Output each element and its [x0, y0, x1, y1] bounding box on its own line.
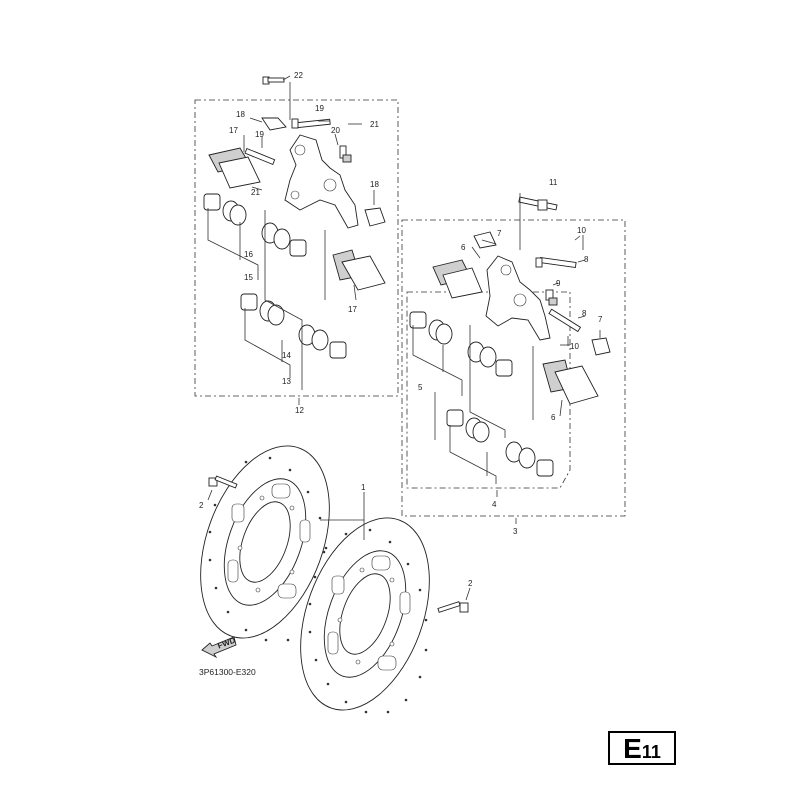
callout-16: 16 — [244, 250, 253, 259]
drawing-code: 3P61300-E320 — [199, 667, 256, 677]
callout-21: 21 — [251, 188, 260, 197]
page-ref-prefix: E — [623, 733, 642, 764]
callout-5: 5 — [418, 383, 423, 392]
pad-spring-7-upper — [473, 231, 497, 249]
pin-8-upper — [535, 257, 577, 268]
callout-17: 17 — [348, 305, 357, 314]
callout-2: 2 — [468, 579, 473, 588]
pad-spring-18-right — [364, 207, 386, 227]
callout-12: 12 — [295, 406, 304, 415]
pin-19 — [291, 118, 331, 129]
page-reference-badge: E 11 — [608, 731, 676, 765]
callout-6: 6 — [461, 243, 466, 252]
piston-seal-set-13-14 — [240, 293, 347, 359]
brake-pad-17-lower — [332, 249, 386, 291]
bleed-screw-20 — [339, 145, 352, 163]
callout-20: 20 — [331, 126, 340, 135]
callout-17: 17 — [229, 126, 238, 135]
pin-19-lower — [244, 147, 276, 165]
bolt-22 — [262, 76, 285, 85]
pin-8-lower — [548, 308, 582, 333]
callout-22: 22 — [294, 71, 303, 80]
brake-pad-17-upper — [208, 147, 261, 189]
callout-9: 9 — [556, 279, 561, 288]
piston-seal-set-5 — [409, 311, 513, 377]
piston-seal-set-15-16 — [203, 193, 307, 257]
callout-11: 11 — [549, 178, 558, 187]
callout-8: 8 — [582, 309, 587, 318]
page-ref-number: 11 — [641, 742, 661, 762]
right-caliper-assembly — [401, 193, 626, 517]
callout-14: 14 — [282, 351, 291, 360]
callout-7: 7 — [497, 229, 502, 238]
brake-pad-6-lower — [542, 359, 599, 405]
callout-10: 10 — [570, 342, 579, 351]
callout-8: 8 — [584, 255, 589, 264]
pad-spring-7-lower — [591, 337, 611, 356]
callout-19: 19 — [315, 104, 324, 113]
callout-4: 4 — [492, 500, 497, 509]
callout-18: 18 — [370, 180, 379, 189]
brake-pad-6-upper — [432, 259, 483, 299]
callout-13: 13 — [282, 377, 291, 386]
callout-10: 10 — [577, 226, 586, 235]
disc-bolt-2-left — [208, 475, 238, 489]
callout-21: 21 — [370, 120, 379, 129]
left-assembly-boundary — [194, 99, 399, 397]
callout-15: 15 — [244, 273, 253, 282]
bolt-11 — [518, 196, 558, 211]
brake-disc-right — [300, 517, 430, 714]
brake-disc-left — [200, 445, 330, 642]
disc-bolt-2-right — [437, 601, 469, 613]
pad-spring-18-upper — [261, 117, 287, 131]
callout-3: 3 — [513, 527, 518, 536]
callout-19: 19 — [255, 130, 264, 139]
left-caliper-body — [284, 134, 359, 229]
callout-1: 1 — [361, 483, 366, 492]
right-caliper-body — [485, 255, 551, 341]
callout-6: 6 — [551, 413, 556, 422]
callout-labels: 22 19 18 21 17 19 20 21 18 16 15 17 14 1… — [199, 71, 603, 588]
bleed-screw-9 — [545, 289, 558, 306]
piston-seal-set-4 — [446, 409, 554, 477]
callout-18: 18 — [236, 110, 245, 119]
callout-7: 7 — [598, 315, 603, 324]
right-assembly-boundary — [401, 219, 626, 517]
left-caliper-assembly — [194, 75, 399, 397]
fwd-arrow-icon: FWD — [201, 636, 237, 659]
callout-2: 2 — [199, 501, 204, 510]
piston-kit-boundary — [406, 291, 571, 489]
